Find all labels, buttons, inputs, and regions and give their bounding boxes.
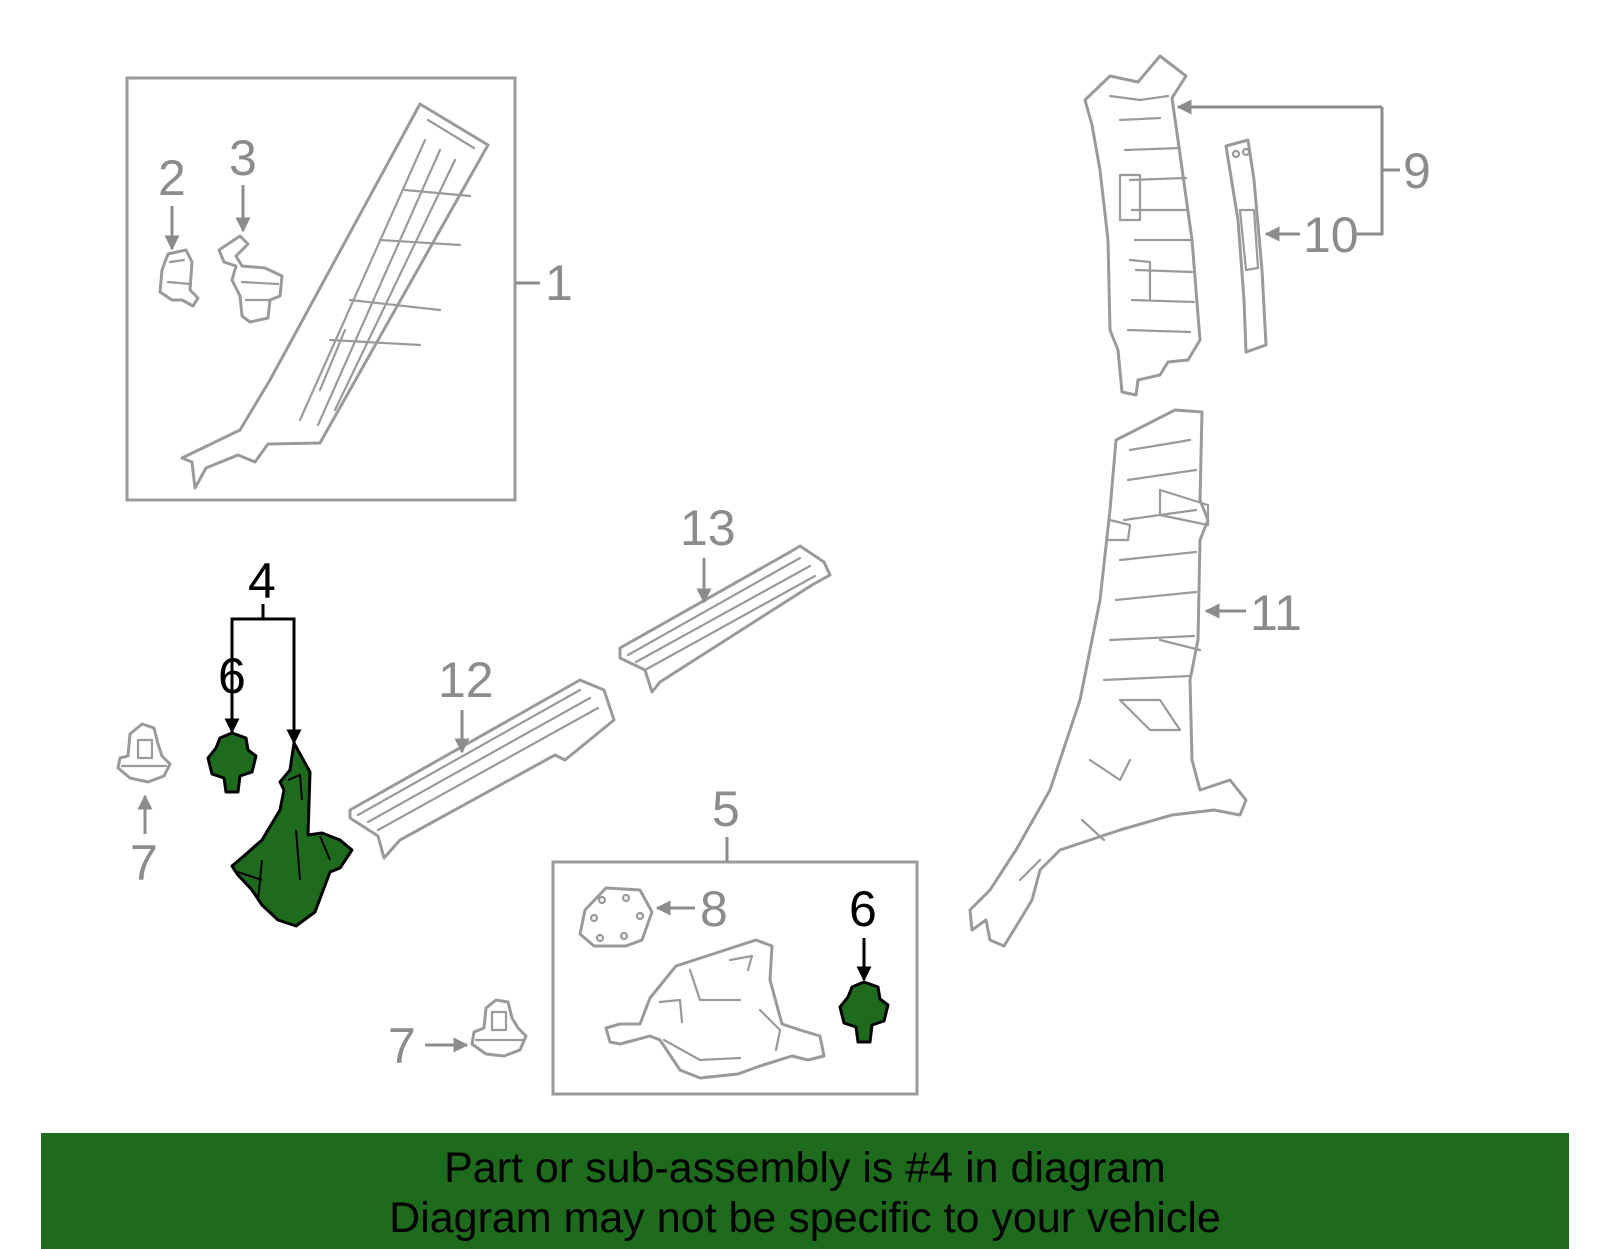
label-5: 5 <box>712 781 740 837</box>
part-8-pad[interactable] <box>578 886 654 948</box>
part-13-scuff-plate[interactable] <box>618 544 832 694</box>
label-13: 13 <box>680 500 736 556</box>
label-6-lower: 6 <box>849 881 877 937</box>
part-5-kick-panel-outline[interactable] <box>604 938 826 1080</box>
part-9-upper-pillar-trim[interactable] <box>1083 54 1202 397</box>
part-3-clip[interactable] <box>217 234 284 324</box>
part-6-clip-lower[interactable] <box>838 980 890 1044</box>
part-2-clip[interactable] <box>158 248 200 308</box>
label-3: 3 <box>229 130 257 186</box>
label-1: 1 <box>545 255 573 311</box>
label-4: 4 <box>248 553 276 609</box>
assembly-box-1 <box>125 76 517 502</box>
part-10-cover[interactable] <box>1224 138 1268 354</box>
info-banner: Part or sub-assembly is #4 in diagram Di… <box>41 1133 1569 1249</box>
label-6-upper: 6 <box>218 648 246 704</box>
assembly-box-5 <box>551 860 919 1096</box>
banner-line-2: Diagram may not be specific to your vehi… <box>389 1194 1221 1242</box>
label-9: 9 <box>1403 143 1431 199</box>
label-7-left: 7 <box>130 835 158 891</box>
part-4-kick-panel[interactable] <box>230 741 354 928</box>
leader-9-bracket <box>1356 107 1384 236</box>
label-7-lower: 7 <box>388 1018 416 1074</box>
part-7-clip-left[interactable] <box>116 722 172 784</box>
label-10: 10 <box>1303 207 1359 263</box>
label-2: 2 <box>158 150 186 206</box>
banner-line-1: Part or sub-assembly is #4 in diagram <box>444 1144 1166 1192</box>
label-8: 8 <box>700 881 728 937</box>
part-7-clip-lower[interactable] <box>470 998 528 1058</box>
part-11-lower-pillar-trim[interactable] <box>968 408 1248 948</box>
part-6-clip-upper[interactable] <box>206 731 258 794</box>
part-1-a-pillar-trim[interactable] <box>180 102 490 490</box>
label-11: 11 <box>1250 585 1302 641</box>
label-12: 12 <box>438 652 494 708</box>
